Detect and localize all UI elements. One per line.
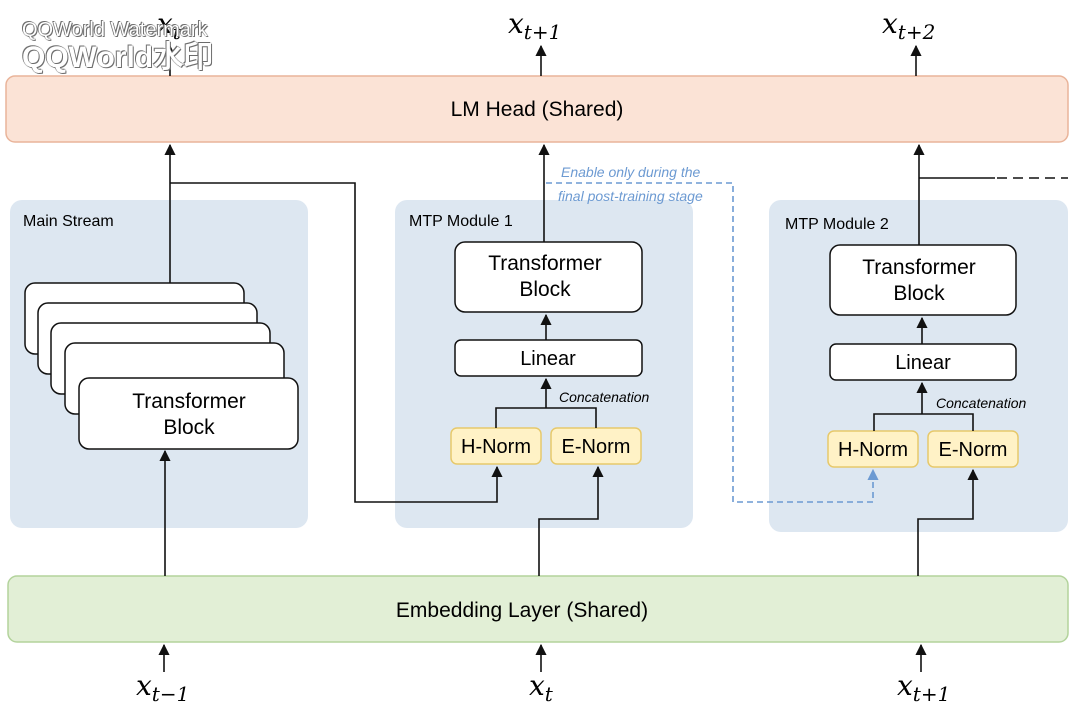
mtp1-enorm-label: E-Norm bbox=[562, 436, 631, 458]
mtp2-concatenation-label: Concatenation bbox=[936, 395, 1027, 411]
mtp1-transformer-block-label: Block bbox=[519, 278, 571, 301]
embedding-layer-box bbox=[7, 575, 1069, 643]
training-only-dashed-connector bbox=[546, 182, 879, 503]
main-stream-title: Main Stream bbox=[23, 213, 114, 230]
main-transformer-block-label: Transformer bbox=[132, 390, 246, 413]
mtp2-hnorm-label: H-Norm bbox=[838, 439, 908, 461]
mtp2-linear-box bbox=[829, 343, 1017, 381]
output-token-t: xt bbox=[157, 7, 182, 44]
mtp1-concatenation-label: Concatenation bbox=[559, 389, 650, 405]
watermark: QQWorld Watermark QQWorld水印 bbox=[22, 18, 213, 74]
mtp1-linear-label: Linear bbox=[520, 348, 576, 370]
input-token-t: xt bbox=[529, 669, 554, 706]
mtp1-transformer-block bbox=[454, 241, 643, 313]
mtp2-transformer-block-label: Block bbox=[893, 282, 945, 305]
input-token-t-minus-1: xt−1 bbox=[136, 669, 189, 706]
mtp1-hnorm-label: H-Norm bbox=[461, 436, 531, 458]
lm-head-label: LM Head (Shared) bbox=[451, 98, 624, 121]
watermark-line: QQWorld水印 bbox=[22, 41, 214, 74]
output-token-t1: xt+1 bbox=[508, 7, 561, 44]
main-transformer-block bbox=[78, 377, 299, 450]
mtp2-transformer-block bbox=[829, 244, 1017, 316]
mtp1-transformer-block-label: Transformer bbox=[488, 252, 602, 275]
mtp2-transformer-block-label: Transformer bbox=[862, 256, 976, 279]
lm-head-box bbox=[5, 75, 1069, 143]
mtp2-enorm-label: E-Norm bbox=[939, 439, 1008, 461]
input-token-t-plus-1: xt+1 bbox=[897, 669, 950, 706]
training-note-line: Enable only during the bbox=[561, 164, 701, 180]
embedding-layer-label: Embedding Layer (Shared) bbox=[396, 599, 648, 622]
mtp-module-2-title: MTP Module 2 bbox=[785, 216, 889, 233]
watermark-line: QQWorld Watermark bbox=[22, 19, 208, 41]
connectors bbox=[158, 44, 995, 672]
main-transformer-block-label: Block bbox=[163, 416, 215, 439]
mtp2-linear-label: Linear bbox=[895, 352, 951, 374]
output-token-t2: xt+2 bbox=[882, 7, 935, 44]
mtp2-hnorm-box bbox=[827, 430, 919, 468]
mtp-module-1-title: MTP Module 1 bbox=[409, 213, 513, 230]
training-note-line: final post-training stage bbox=[558, 188, 703, 204]
mtp1-linear-box bbox=[454, 339, 643, 377]
